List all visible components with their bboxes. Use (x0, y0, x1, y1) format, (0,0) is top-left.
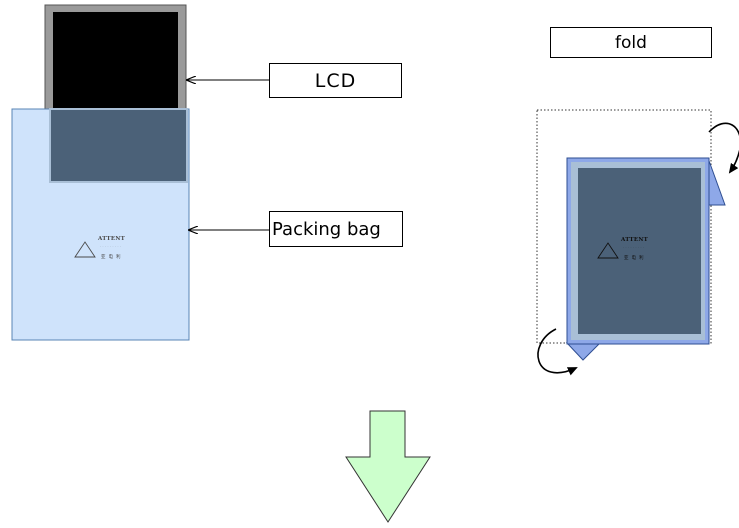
lcd-label: LCD (269, 63, 402, 98)
logo-chinese-text: 亚 电 利 (101, 255, 122, 260)
fold-arrow-bottom (537, 328, 578, 376)
logo-tagline: · · · · · · · · · (100, 244, 122, 248)
logo-chinese-text: 亚 电 利 (624, 256, 645, 261)
fold-label: fold (550, 27, 712, 58)
fold-arrow-top (708, 122, 739, 174)
logo-brand-text: ATTENT (98, 236, 126, 242)
down-arrow (345, 410, 431, 523)
lcd-inside-bag (49, 108, 188, 183)
triangle-logo-icon (74, 241, 96, 258)
bottom-fold-flap (565, 342, 602, 361)
folded-lcd-screen (578, 168, 701, 334)
logo-tagline: · · · · · · · · · (623, 245, 645, 249)
top-fold-flap (707, 157, 726, 206)
triangle-logo-icon (597, 242, 619, 259)
folded-bag-logo: ATTENT · · · · · · · · · 亚 电 利 (597, 236, 667, 266)
logo-brand-text: ATTENT (621, 237, 649, 243)
packing-bag-label: Packing bag (269, 211, 403, 247)
bag-logo: ATTENT · · · · · · · · · 亚 电 利 (74, 235, 144, 265)
